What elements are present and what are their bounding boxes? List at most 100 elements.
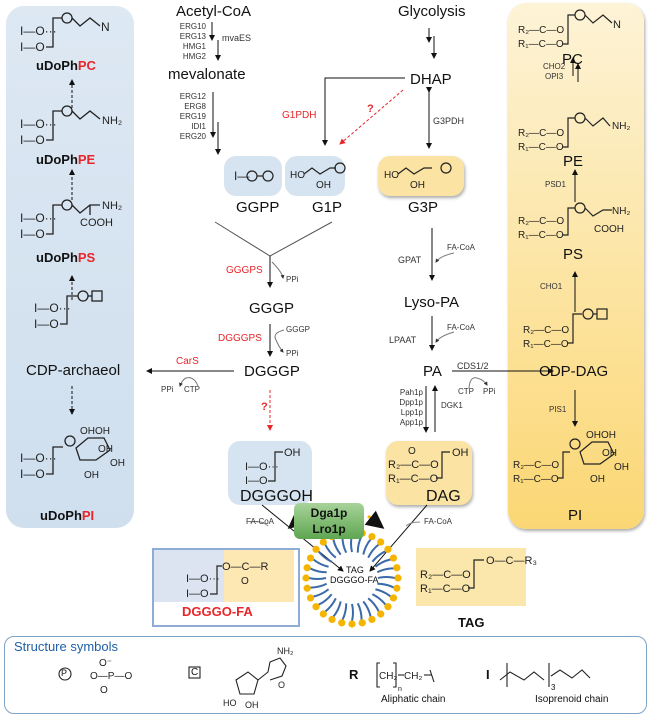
legend-r-caption: Aliphatic chain: [381, 694, 446, 705]
lipid-tail: [332, 539, 342, 556]
udophpe-label: uDoPhPE: [36, 152, 96, 167]
lipid-tail: [367, 543, 380, 559]
legend-ali-repeat: n: [398, 686, 402, 693]
ctp-label: CTP: [458, 387, 474, 396]
ppi-cars-label: PPi: [161, 385, 174, 394]
svg-text:R₁—C—O: R₁—C—O: [513, 474, 559, 485]
svg-text:I—O: I—O: [34, 317, 59, 331]
svg-text:COOH: COOH: [594, 224, 624, 235]
svg-text:NH₂: NH₂: [102, 115, 122, 127]
svg-text:O: O: [100, 685, 108, 696]
question-mark-dgggoh: ?: [261, 401, 268, 413]
svg-text:R₂—C—O: R₂—C—O: [518, 25, 564, 36]
lipid-tail: [309, 567, 327, 574]
lipid-tail: [375, 588, 392, 598]
lipid-head: [377, 610, 385, 618]
ps-label: PS: [563, 246, 584, 263]
dgggoh-label: DGGGOH: [240, 488, 313, 505]
pis1-label: PIS1: [549, 405, 567, 414]
lipid-head: [302, 574, 310, 582]
lipid-tail: [313, 588, 330, 598]
svg-text:OHOH: OHOH: [586, 430, 616, 441]
cho2-label: CHO2: [543, 62, 566, 71]
lipid-tail: [362, 538, 372, 555]
lipid-tail: [324, 597, 337, 613]
svg-text:R₁—C—O: R₁—C—O: [518, 230, 564, 241]
ggpp-box: [224, 156, 282, 196]
lipid-head: [389, 554, 398, 562]
pe-label: PE: [563, 153, 584, 170]
lipid-head: [303, 584, 311, 592]
lipid-head: [348, 620, 356, 628]
svg-text:R₁—C—O: R₁—C—O: [518, 39, 564, 50]
lipid-tail: [374, 558, 391, 568]
svg-text:O: O: [241, 576, 249, 587]
enzyme-list-1: ERG10 ERG13 HMG1 HMG2: [176, 22, 206, 62]
pc-label: PC: [562, 51, 583, 68]
lipid-head: [394, 574, 402, 582]
gpat-label: GPAT: [398, 255, 422, 265]
enzyme-erg13: ERG13: [179, 32, 206, 41]
svg-text:CH₂: CH₂: [379, 671, 397, 682]
lipid-head: [303, 564, 311, 572]
ppi-label-1: PPi: [286, 275, 299, 284]
lipid-head: [368, 615, 376, 624]
svg-text:I—: I—: [234, 169, 249, 183]
dag-label: DAG: [426, 488, 461, 505]
dgggo-fa-label: DGGGO-FA: [182, 604, 253, 619]
dgggps-label: DGGGPS: [218, 333, 262, 344]
lipid-tail: [351, 603, 354, 622]
arrow-g1pdh: [322, 77, 405, 146]
g3p-label: G3P: [408, 199, 439, 216]
dgk1-label: DGK1: [441, 401, 463, 410]
dgggo-fa-box: [152, 548, 300, 627]
lipid-tail: [312, 558, 329, 568]
svg-text:HO: HO: [223, 698, 237, 708]
lipid-head: [377, 538, 385, 546]
gggp-substrate-label: GGGP: [286, 325, 311, 334]
arrow-dhap-g1p-red: [339, 89, 404, 145]
enzyme-hmg2: HMG2: [182, 52, 206, 61]
enzyme-pah1p: Pah1p: [399, 388, 423, 397]
svg-text:OH: OH: [110, 458, 125, 469]
lyso-pa-label: Lyso-PA: [404, 294, 460, 311]
svg-text:R₂—C—O: R₂—C—O: [420, 569, 471, 581]
lipid-head: [328, 615, 336, 624]
gggps-label: GGGPS: [226, 265, 263, 276]
lipid-tail: [362, 600, 372, 617]
cdp-archaeol-label: CDP-archaeol: [26, 362, 121, 379]
g3p-box: [378, 156, 464, 196]
lipid-head: [312, 545, 320, 553]
g3pdh-label: G3PDH: [433, 116, 465, 126]
svg-text:OH: OH: [410, 180, 425, 191]
tag-box: [416, 548, 526, 606]
svg-text:OHOH: OHOH: [80, 426, 110, 437]
acetyl-coa-label: Acetyl-CoA: [176, 3, 252, 20]
fa-coa-label-1: FA-CoA: [447, 243, 476, 252]
lipid-tail: [317, 550, 333, 563]
svg-text:O⁻: O⁻: [99, 658, 112, 669]
fa-coa-label-2: FA-CoA: [447, 323, 476, 332]
legend-iso-repeat: 3: [551, 683, 556, 692]
svg-text:I—O···: I—O···: [34, 301, 71, 315]
svg-text:R₂—C—O: R₂—C—O: [523, 325, 569, 336]
svg-text:OH: OH: [84, 470, 99, 481]
legend-cytidine-letter: C: [191, 667, 199, 678]
lipid-tail: [377, 582, 395, 589]
droplet-dgggo-fa-label: DGGGO-FA: [330, 575, 379, 585]
lipid-tail: [371, 550, 387, 563]
lipid-head: [319, 538, 327, 546]
lpaat-label: LPAAT: [389, 335, 417, 345]
udophps-label: uDoPhPS: [36, 250, 96, 265]
lipid-tail: [308, 577, 327, 580]
enzyme-dga1p: Dga1p: [310, 506, 348, 520]
pa-label: PA: [423, 363, 442, 380]
legend-phosphate-letter: P: [61, 668, 68, 678]
lipid-tail: [341, 603, 348, 621]
cars-label: CarS: [176, 356, 199, 367]
g1pdh-label: G1PDH: [282, 110, 317, 121]
svg-text:I—O···: I—O···: [186, 573, 220, 585]
svg-text:OH: OH: [316, 180, 331, 191]
svg-text:COOH: COOH: [80, 217, 113, 229]
lipid-head: [319, 610, 327, 618]
